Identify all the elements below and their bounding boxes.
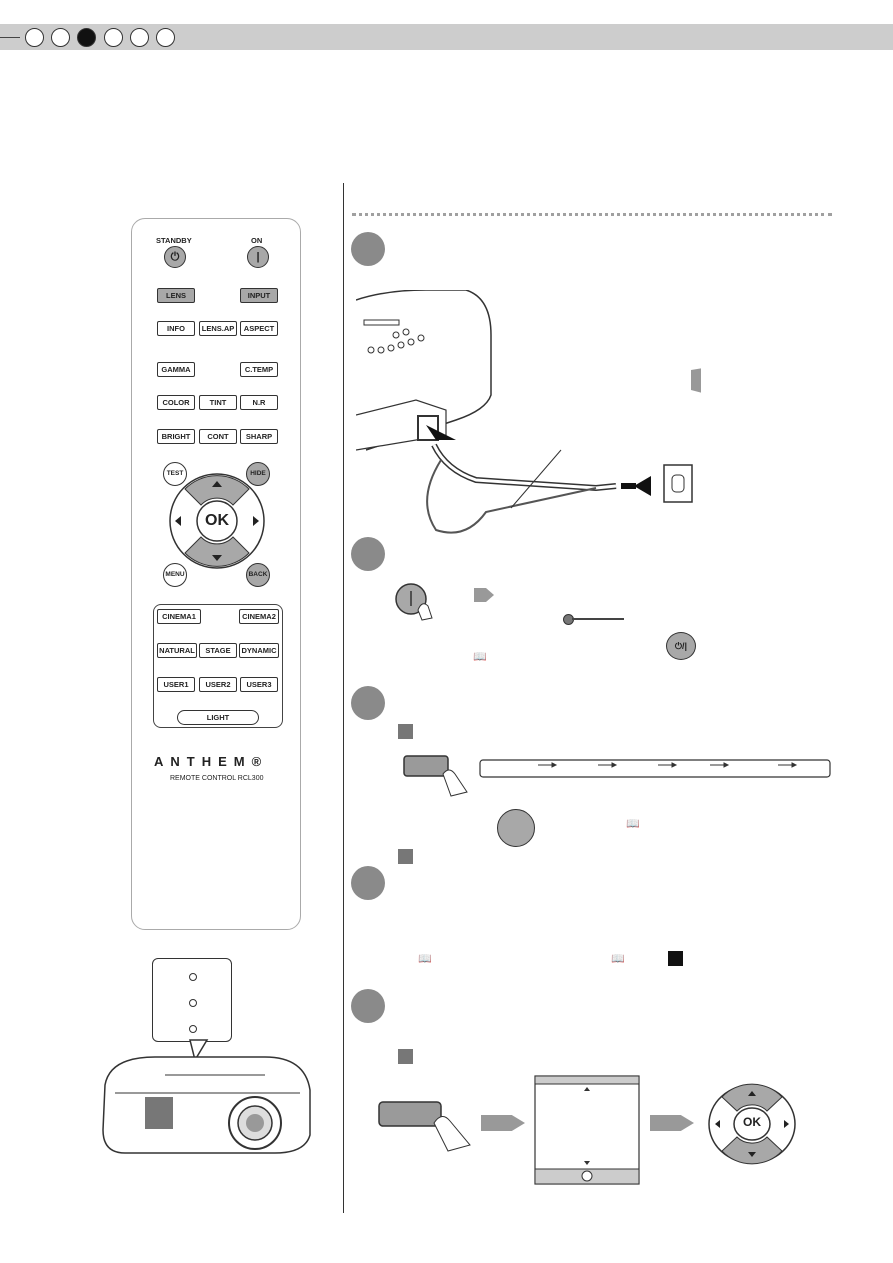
- light-button[interactable]: LIGHT: [177, 710, 259, 725]
- progress-dot-2: [51, 28, 70, 47]
- progress-dot-6: [156, 28, 175, 47]
- step-5-marker: [351, 989, 385, 1023]
- standby-button[interactable]: ⏻: [164, 246, 186, 268]
- book-icon-2: 📖: [626, 818, 640, 830]
- column-divider: [343, 183, 344, 1213]
- aspect-button[interactable]: ASPECT: [240, 321, 278, 336]
- indicator-lamp-line: [572, 618, 624, 620]
- hide-button[interactable]: HIDE: [246, 462, 270, 486]
- ok-button-label[interactable]: OK: [205, 512, 229, 529]
- indicator-3: [189, 1025, 197, 1033]
- info-button[interactable]: INFO: [157, 321, 195, 336]
- input-button-hand-illustration: [403, 755, 468, 797]
- progress-dot-1: [25, 28, 44, 47]
- menu-button[interactable]: MENU: [163, 563, 187, 587]
- press-on-hand-icon: [395, 583, 433, 621]
- on-button[interactable]: |: [247, 246, 269, 268]
- step-4-marker: [351, 866, 385, 900]
- lens-ap-button[interactable]: LENS.AP: [199, 321, 237, 336]
- gamma-button[interactable]: GAMMA: [157, 362, 195, 377]
- note-marker: [668, 951, 683, 966]
- book-icon-4: 📖: [611, 953, 625, 965]
- test-button[interactable]: TEST: [163, 462, 187, 486]
- standby-label: STANDBY: [156, 236, 192, 245]
- progress-dot-5: [130, 28, 149, 47]
- input-cycle-sequence: [479, 759, 831, 778]
- bright-button[interactable]: BRIGHT: [157, 429, 195, 444]
- cont-button[interactable]: CONT: [199, 429, 237, 444]
- substep-3a: [398, 724, 413, 739]
- remote-control: STANDBY ON ⏻ | LENS INPUT INFO LENS.AP A…: [131, 218, 301, 930]
- user3-button[interactable]: USER3: [240, 677, 278, 692]
- dpad[interactable]: [167, 471, 267, 571]
- remote-model-label: REMOTE CONTROL RCL300: [170, 775, 264, 782]
- progress-dot-4: [104, 28, 123, 47]
- step-1-marker: [351, 232, 385, 266]
- substep-3b: [398, 849, 413, 864]
- c-temp-button[interactable]: C.TEMP: [240, 362, 278, 377]
- standby-on-button-icon: ⏻/|: [666, 632, 696, 660]
- picture-mode-box: [153, 604, 283, 728]
- tint-button[interactable]: TINT: [199, 395, 237, 410]
- ok-label: OK: [743, 1115, 761, 1129]
- natural-button[interactable]: NATURAL: [157, 643, 197, 658]
- cinema2-button[interactable]: CINEMA2: [239, 609, 279, 624]
- indicator-lamp-icon: [563, 614, 574, 625]
- cinema1-button[interactable]: CINEMA1: [157, 609, 201, 624]
- book-icon-1: 📖: [473, 651, 487, 663]
- input-button[interactable]: INPUT: [240, 288, 278, 303]
- nr-button[interactable]: N.R: [240, 395, 278, 410]
- progress-dot-3-active: [77, 28, 96, 47]
- sharp-button[interactable]: SHARP: [240, 429, 278, 444]
- brand-logo: ANTHEM®: [154, 754, 269, 769]
- user1-button[interactable]: USER1: [157, 677, 195, 692]
- circle-button-icon: [497, 809, 535, 847]
- back-button[interactable]: BACK: [246, 563, 270, 587]
- ok-dpad-illustration: [708, 1083, 796, 1165]
- dotted-rule: [352, 213, 832, 216]
- dynamic-button[interactable]: DYNAMIC: [239, 643, 279, 658]
- stage-button[interactable]: STAGE: [199, 643, 237, 658]
- substep-5a: [398, 1049, 413, 1064]
- book-icon-3: 📖: [418, 953, 432, 965]
- menu-button-hand-illustration: [378, 1101, 471, 1152]
- step-5-arrow-2: [650, 1115, 694, 1131]
- power-cord-illustration: [356, 290, 701, 534]
- on-label: ON: [251, 236, 263, 245]
- indicator-1: [189, 973, 197, 981]
- indicator-callout: [152, 958, 232, 1042]
- step-2-arrow: [474, 588, 494, 602]
- menu-screen-illustration: [534, 1075, 640, 1185]
- step-5-arrow-1: [481, 1115, 525, 1131]
- header-line: [0, 37, 20, 38]
- step-2-marker: [351, 537, 385, 571]
- lens-button[interactable]: LENS: [157, 288, 195, 303]
- step-3-marker: [351, 686, 385, 720]
- projector-front-illustration: [102, 1039, 311, 1154]
- color-button[interactable]: COLOR: [157, 395, 195, 410]
- indicator-2: [189, 999, 197, 1007]
- user2-button[interactable]: USER2: [199, 677, 237, 692]
